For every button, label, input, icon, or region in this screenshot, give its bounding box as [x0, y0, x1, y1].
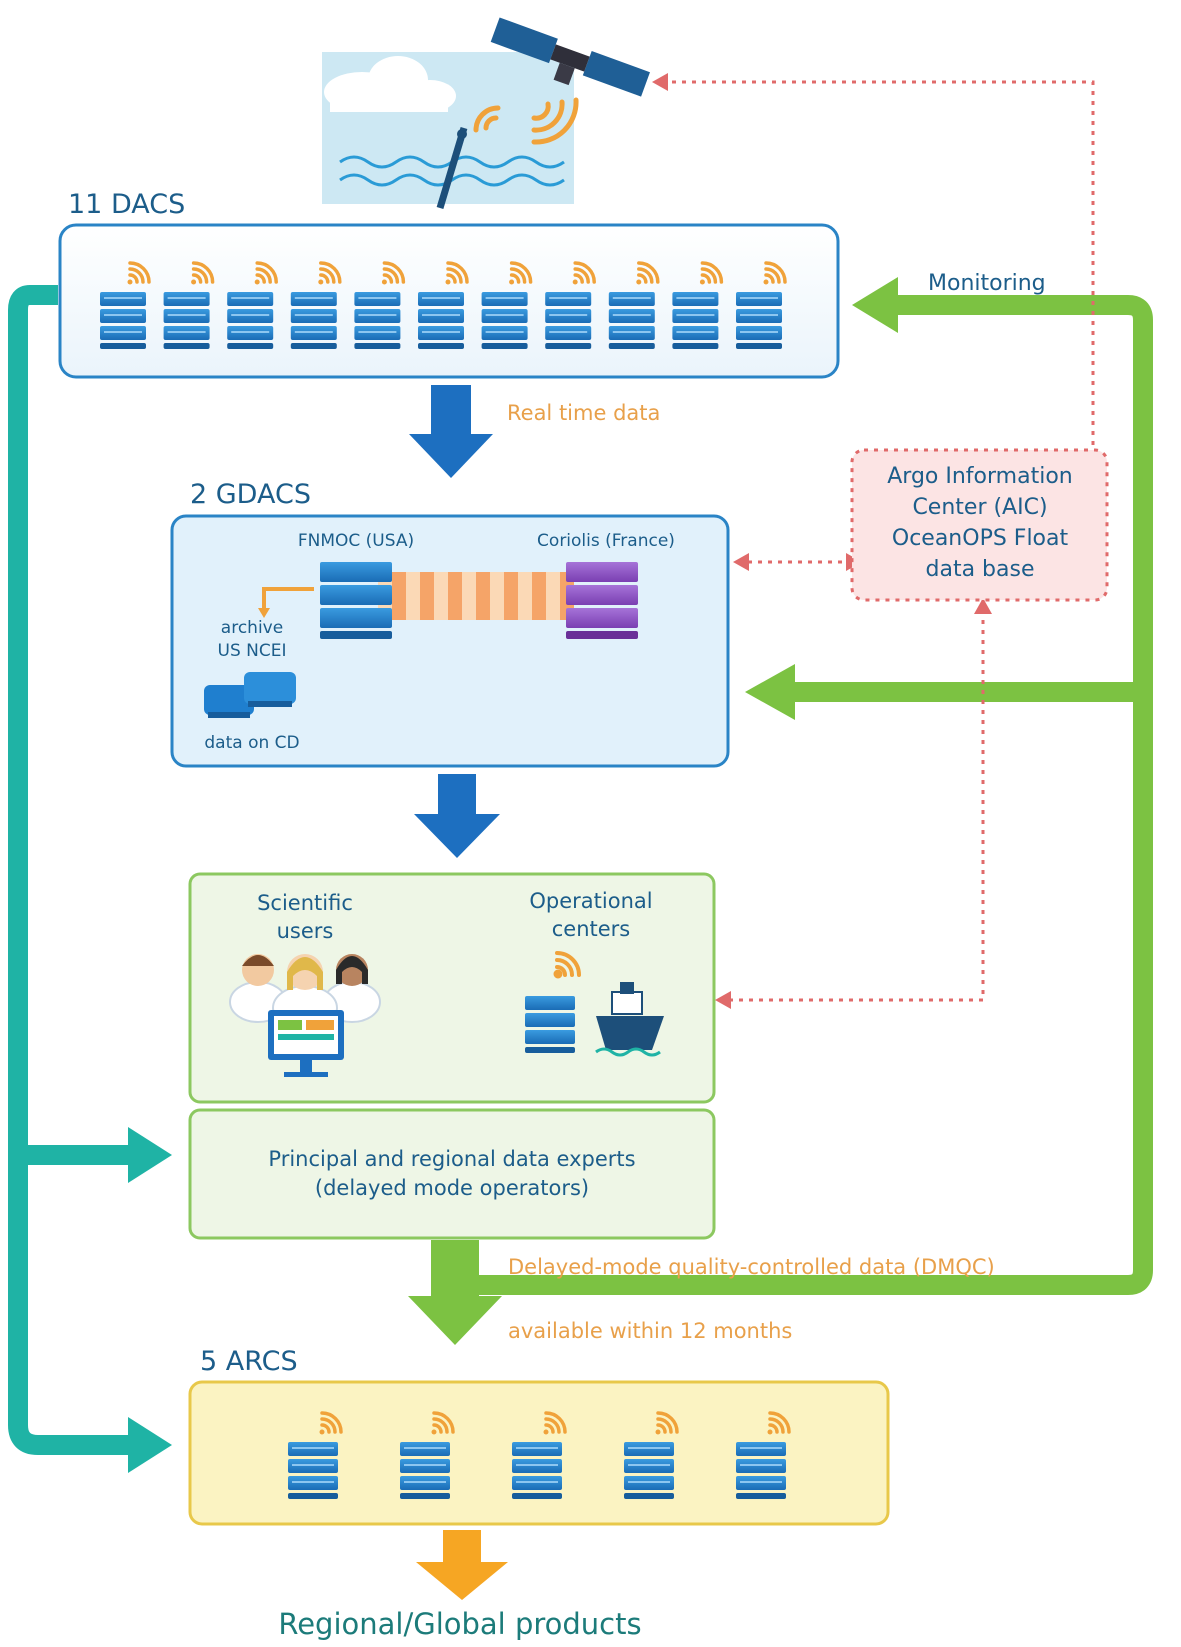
- server-icon: [400, 1442, 450, 1499]
- coriolis-server-icon: [566, 562, 638, 639]
- aic-line-4: data base: [926, 557, 1035, 582]
- aic-line-2: Center (AIC): [912, 495, 1047, 520]
- wifi-icon: [254, 261, 278, 285]
- gdacs-to-users-arrow: [414, 774, 500, 858]
- monitoring-label: Monitoring: [928, 271, 1046, 296]
- server-icon: [512, 1442, 562, 1499]
- dmqc-arrow: [408, 1240, 502, 1345]
- server-icon: [672, 292, 719, 349]
- dotted-arrow-aic-bottom: [974, 598, 992, 614]
- real-time-data-label: Real time data: [507, 401, 660, 425]
- products-label: Regional/Global products: [278, 1607, 641, 1641]
- wifi-icon: [431, 1411, 455, 1435]
- real-time-arrow: [409, 385, 493, 478]
- wifi-icon: [572, 261, 596, 285]
- aic-box: Argo Information Center (AIC) OceanOPS F…: [850, 448, 1109, 602]
- ship-icon: [595, 982, 664, 1057]
- operational-server-icon: [525, 996, 575, 1053]
- wifi-icon: [763, 261, 787, 285]
- teal-arrow-head-experts: [128, 1127, 172, 1183]
- wifi-icon: [319, 1411, 343, 1435]
- server-icon: [736, 292, 782, 349]
- signal-icon: [473, 97, 579, 145]
- archive-label: archive: [221, 618, 283, 638]
- server-icon: [608, 292, 655, 349]
- cloud-icon: [324, 56, 456, 112]
- teal-arrow-head-arcs: [128, 1417, 172, 1473]
- coriolis-label: Coriolis (France): [537, 531, 675, 551]
- computer-monitor-icon: [268, 1010, 344, 1077]
- archive-connector: [262, 587, 314, 612]
- wifi-icon: [191, 261, 215, 285]
- operational-wifi-icon: [553, 951, 581, 979]
- arcs-server-row: [288, 1411, 791, 1499]
- satellite-icon: [490, 17, 650, 97]
- cd-drive-icon: [204, 672, 296, 718]
- aic-line-1: Argo Information: [887, 464, 1072, 489]
- gdacs-title: 2 GDACS: [190, 479, 311, 510]
- wifi-icon: [509, 261, 533, 285]
- wifi-icon: [318, 261, 342, 285]
- scientific-users-line-1: Scientific: [257, 891, 353, 915]
- teal-flow-line: [8, 285, 132, 1455]
- products-arrow: [416, 1530, 508, 1600]
- server-icon: [288, 1442, 338, 1499]
- wifi-icon: [445, 261, 469, 285]
- dacs-title: 11 DACS: [68, 189, 185, 220]
- fnmoc-label: FNMOC (USA): [298, 531, 414, 551]
- experts-box: [188, 1108, 716, 1240]
- experts-line-1: Principal and regional data experts: [268, 1147, 635, 1171]
- dotted-arrow-gdacs: [733, 553, 749, 571]
- dmqc-label: Delayed-mode quality-controlled data (DM…: [508, 1255, 995, 1279]
- scientific-users-line-2: users: [277, 919, 334, 943]
- arcs-title: 5 ARCS: [200, 1346, 298, 1377]
- server-icon: [418, 292, 464, 349]
- wifi-icon: [381, 261, 406, 285]
- server-icon: [481, 292, 528, 349]
- available-label: available within 12 months: [508, 1319, 792, 1343]
- dotted-arrow-satellite: [652, 73, 668, 91]
- wifi-icon: [655, 1411, 679, 1435]
- wifi-icon: [127, 261, 151, 285]
- server-icon: [100, 292, 146, 349]
- server-icon: [163, 292, 210, 349]
- green-arrow-head-gdacs: [745, 664, 795, 720]
- wifi-icon: [767, 1411, 791, 1435]
- green-arrow-head-dacs: [852, 277, 898, 333]
- server-icon: [624, 1442, 674, 1499]
- wifi-icon: [543, 1411, 567, 1435]
- dotted-connectors: [665, 80, 1095, 1002]
- experts-line-2: (delayed mode operators): [315, 1176, 589, 1200]
- us-ncei-label: US NCEI: [218, 641, 287, 661]
- dotted-arrow-users: [715, 991, 731, 1009]
- server-icon: [545, 292, 592, 349]
- satellite-scene: [322, 17, 650, 210]
- server-icon: [354, 292, 401, 349]
- data-on-cd-label: data on CD: [204, 733, 299, 753]
- server-icon: [736, 1442, 786, 1499]
- operational-centers-line-2: centers: [552, 917, 631, 941]
- server-icon: [227, 292, 274, 349]
- green-flow-line: [478, 295, 1153, 1295]
- data-exchange-link: [378, 572, 574, 620]
- float-icon: [436, 126, 468, 210]
- archive-arrow-head: [258, 608, 270, 618]
- server-icon: [290, 292, 337, 349]
- aic-line-3: OceanOPS Float: [892, 526, 1069, 551]
- wifi-icon: [636, 261, 660, 285]
- dacs-server-row: [100, 261, 787, 349]
- operational-centers-line-1: Operational: [529, 889, 652, 913]
- fnmoc-server-icon: [320, 562, 392, 639]
- wifi-icon: [699, 261, 724, 285]
